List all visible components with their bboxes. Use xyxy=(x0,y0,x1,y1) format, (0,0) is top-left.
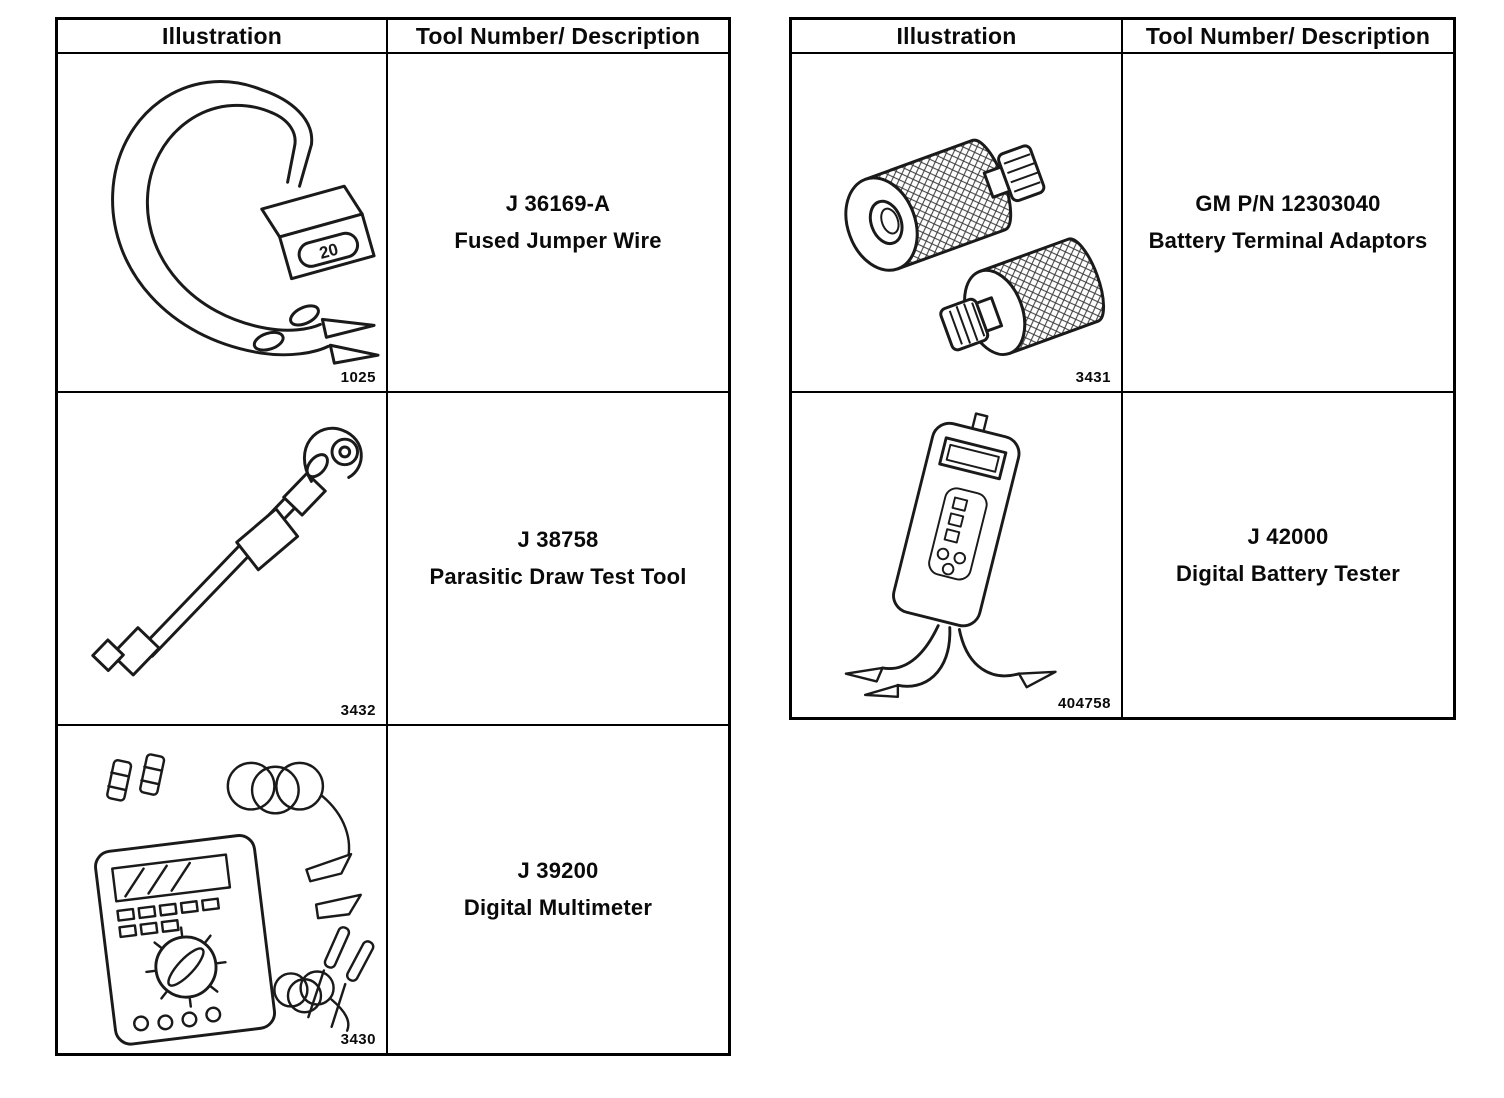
illustration-cell-fused-jumper-wire: 20 1025 xyxy=(58,54,388,393)
tool-number: J 39200 xyxy=(517,858,599,883)
fused-jumper-wire-icon: 20 xyxy=(111,80,380,365)
description-cell-digital-battery-tester: J 42000 Digital Battery Tester xyxy=(1123,393,1453,717)
figure-number: 3431 xyxy=(1075,369,1111,386)
digital-battery-tester-icon xyxy=(844,412,1057,699)
column-header-illustration: Illustration xyxy=(792,20,1123,54)
description-cell-battery-terminal-adaptors: GM P/N 12303040 Battery Terminal Adaptor… xyxy=(1123,54,1453,393)
column-header-tool-number: Tool Number/ Description xyxy=(1123,20,1453,54)
illustration-cell-digital-battery-tester: 404758 xyxy=(792,393,1123,717)
figure-number: 1025 xyxy=(340,369,376,386)
fuse-rating-label: 20 xyxy=(317,240,340,263)
battery-terminal-adaptors-icon xyxy=(844,138,1106,356)
tool-table-right: Illustration Tool Number/ Description xyxy=(789,17,1456,720)
description-cell-parasitic-draw-test-tool: J 38758 Parasitic Draw Test Tool xyxy=(388,393,728,726)
illustration-cell-battery-terminal-adaptors: 3431 xyxy=(792,54,1123,393)
figure-number: 404758 xyxy=(1057,695,1111,712)
description-cell-digital-multimeter: J 39200 Digital Multimeter xyxy=(388,726,728,1053)
tool-description: Digital Multimeter xyxy=(463,895,653,920)
tool-table-left: Illustration Tool Number/ Description 20 xyxy=(55,17,731,1056)
column-header-tool-number: Tool Number/ Description xyxy=(388,20,728,54)
description-cell-fused-jumper-wire: J 36169-A Fused Jumper Wire xyxy=(388,54,728,393)
tool-description: Battery Terminal Adaptors xyxy=(1148,228,1428,253)
tool-description: Digital Battery Tester xyxy=(1175,560,1401,586)
figure-number: 3430 xyxy=(340,1031,376,1048)
tool-number: GM P/N 12303040 xyxy=(1195,191,1381,216)
tool-description: Fused Jumper Wire xyxy=(454,228,662,253)
tool-number: J 36169-A xyxy=(505,191,611,216)
column-header-illustration: Illustration xyxy=(58,20,388,54)
illustration-cell-parasitic-draw-test-tool: 3432 xyxy=(58,393,388,726)
parasitic-draw-test-tool-icon xyxy=(91,427,363,677)
tool-number: J 42000 xyxy=(1247,523,1329,549)
tool-number: J 38758 xyxy=(517,527,599,552)
illustration-cell-digital-multimeter: 3430 xyxy=(58,726,388,1053)
figure-number: 3432 xyxy=(340,702,376,719)
tool-description: Parasitic Draw Test Tool xyxy=(429,564,687,589)
digital-multimeter-icon xyxy=(94,753,375,1046)
